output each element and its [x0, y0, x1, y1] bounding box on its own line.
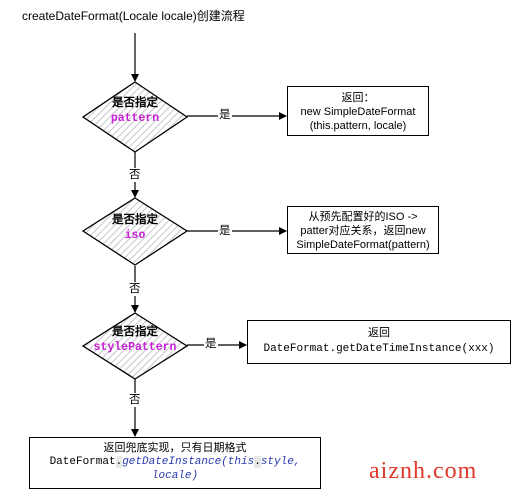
decision-2-text: 是否指定 iso [80, 213, 190, 243]
box-2-line-2: patter对应关系，返回new [300, 225, 426, 237]
diagram-title: createDateFormat(Locale locale)创建流程 [22, 9, 245, 23]
result-box-pattern: 返回： new SimpleDateFormat (this.pattern, … [287, 86, 429, 136]
edge-label-yes-3: 是 [204, 337, 218, 351]
box-4-code-line-2: locale) [151, 470, 199, 482]
edge-label-no-2: 否 [128, 282, 142, 296]
decision-3-label: 是否指定 [112, 326, 158, 338]
box-4-code-method: getDateInstance(this [122, 456, 255, 468]
decision-1-text: 是否指定 pattern [80, 96, 190, 126]
box-2-line-3: SimpleDateFormat(pattern) [296, 239, 430, 251]
decision-1-param: pattern [110, 112, 160, 125]
watermark-text: aiznh.com [369, 458, 478, 484]
box-3-line-1: 返回 [368, 327, 390, 339]
result-box-iso: 从预先配置好的ISO -> patter对应关系，返回new SimpleDat… [287, 206, 439, 254]
box-4-code-class: DateFormat [49, 456, 116, 468]
box-4-code-dot-2: . [254, 456, 261, 468]
box-1-line-3: (this.pattern, locale) [309, 120, 407, 132]
box-3-code: DateFormat.getDateTimeInstance(xxx) [263, 343, 495, 355]
box-4-code-dot-1: . [115, 456, 123, 468]
box-1-line-2: new SimpleDateFormat [300, 106, 416, 118]
box-4-line-1: 返回兜底实现，只有日期格式 [103, 442, 247, 454]
decision-2-param: iso [124, 229, 146, 242]
decision-diamond-stylepattern [81, 312, 189, 380]
result-box-stylepattern: 返回 DateFormat.getDateTimeInstance(xxx) [247, 320, 511, 364]
box-4-code-line-1: DateFormat.getDateInstance(this.style, [30, 455, 320, 469]
decision-1-label: 是否指定 [112, 97, 158, 109]
decision-diamond-pattern [81, 81, 189, 153]
edge-label-no-3: 否 [128, 393, 142, 407]
decision-3-param: stylePattern [93, 341, 177, 354]
edge-label-no-1: 否 [128, 168, 142, 182]
decision-2-label: 是否指定 [112, 214, 158, 226]
box-2-line-1: 从预先配置好的ISO -> [308, 211, 418, 223]
decision-3-text: 是否指定 stylePattern [80, 325, 190, 355]
edge-label-yes-1: 是 [218, 108, 232, 122]
box-1-line-1: 返回： [341, 92, 375, 104]
edge-label-yes-2: 是 [218, 224, 232, 238]
decision-diamond-iso [81, 197, 189, 266]
box-4-code-arg: style, [260, 456, 301, 468]
result-box-fallback: 返回兜底实现，只有日期格式 DateFormat.getDateInstance… [29, 437, 321, 489]
